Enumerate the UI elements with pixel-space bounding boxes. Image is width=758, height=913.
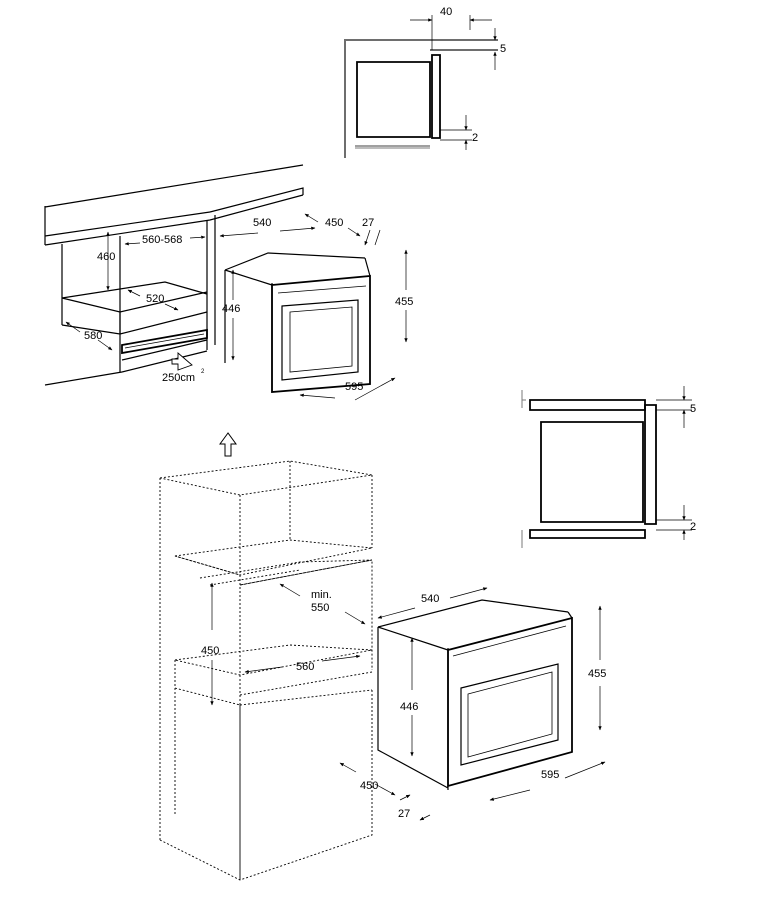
dim-column-niche-height: 450 (201, 645, 219, 657)
oven-unit-bottom: 540 455 446 595 450 27 (339, 587, 606, 821)
dim-oven1-width: 540 (253, 217, 271, 229)
vent-area-label: 250cm (162, 372, 195, 384)
dim-niche-depth: 580 (84, 330, 102, 342)
oven-unit-top: 540 450 27 455 446 595 (219, 213, 413, 401)
dim-oven2-height: 455 (588, 668, 606, 680)
dim-top-depth: 40 (440, 6, 452, 18)
dim-niche-height: 460 (97, 251, 115, 263)
dim-oven2-inner-height: 446 (400, 701, 418, 713)
dim-oven1-depth: 450 (325, 217, 343, 229)
dim-oven1-front: 27 (362, 217, 374, 229)
ventilation-arrow-icon (171, 352, 193, 371)
dim-top-gap: 5 (500, 43, 506, 55)
tall-column-cabinet: 450 min. 550 560 (159, 432, 373, 881)
right-section-detail: 5 2 (521, 386, 696, 548)
dim-niche-width: 560-568 (142, 234, 182, 246)
under-counter-niche: 460 560-568 520 580 250cm 2 (44, 164, 304, 386)
dim-oven2-depth: 450 (360, 780, 378, 792)
dim-oven2-front-width: 595 (541, 769, 559, 781)
dim-oven2-front: 27 (398, 808, 410, 820)
dim-right-bottom-gap: 2 (690, 521, 696, 533)
dim-oven1-height: 455 (395, 296, 413, 308)
dim-column-niche-width: 560 (296, 661, 314, 673)
vent-area-sup: 2 (201, 369, 205, 375)
dim-oven2-width: 540 (421, 593, 439, 605)
dim-right-gap: 5 (690, 403, 696, 415)
dim-niche-inner-width: 520 (146, 293, 164, 305)
column-min-label: min. (311, 589, 332, 601)
dim-column-min-depth: 550 (311, 602, 329, 614)
dim-top-bottom-gap: 2 (472, 132, 478, 144)
dim-oven1-front-width: 595 (345, 381, 363, 393)
top-section-detail: 40 5 2 (344, 6, 506, 158)
dim-oven1-inner-height: 446 (222, 303, 240, 315)
up-arrow-icon (219, 432, 237, 457)
